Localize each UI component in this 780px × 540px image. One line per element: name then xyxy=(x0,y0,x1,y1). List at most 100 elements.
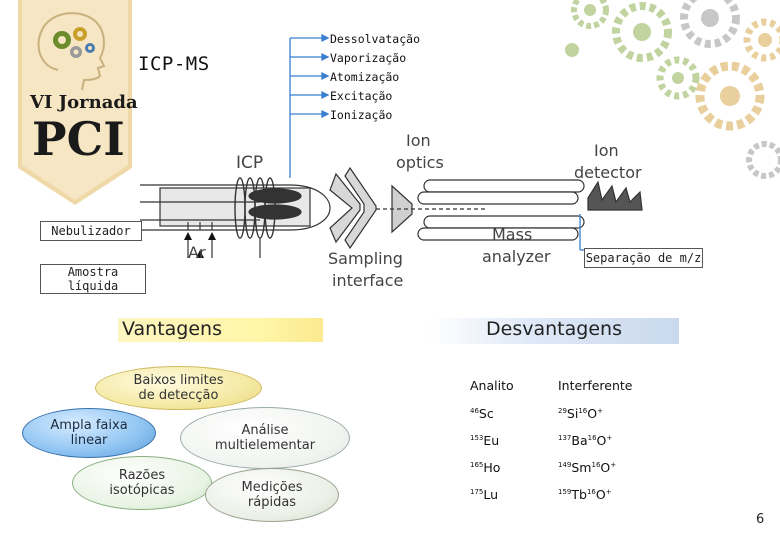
process-steps-list: Dessolvatação Vaporização Atomização Exc… xyxy=(330,30,420,125)
desvantagens-heading: Desvantagens xyxy=(429,318,679,344)
interferente-cell: 29Si16O+ xyxy=(558,406,603,421)
mass-number: 16 xyxy=(587,433,597,442)
gear-icon xyxy=(70,46,82,58)
vantagem-line: rápidas xyxy=(247,495,297,510)
process-step: Atomização xyxy=(330,70,400,84)
process-bracket xyxy=(289,33,330,178)
quadrupole-rods xyxy=(417,179,585,241)
vantagem-line: Análise xyxy=(241,423,289,438)
element-symbol: O xyxy=(596,433,607,448)
mass-number: 16 xyxy=(591,460,601,469)
table-row: 175Lu 159Tb16O+ xyxy=(470,487,670,507)
table-header-row: Analito Interferente xyxy=(470,378,670,398)
table-row: 153Eu 137Ba16O+ xyxy=(470,433,670,453)
interferente-cell: 137Ba16O+ xyxy=(558,433,612,448)
mass-number: 165 xyxy=(470,460,484,469)
vantagem-line: linear xyxy=(70,433,108,448)
table-row: 46Sc 29Si16O+ xyxy=(470,406,670,426)
vantagens-heading: Vantagens xyxy=(118,318,323,342)
element-symbol: Lu xyxy=(483,487,499,502)
charge-sign: + xyxy=(605,487,612,496)
interferente-cell: 149Sm16O+ xyxy=(558,460,616,475)
gear-icon xyxy=(565,43,579,57)
ion-optics-lens xyxy=(376,184,486,234)
sampling-cones xyxy=(329,166,377,250)
vantagem-line: isotópicas xyxy=(109,483,175,498)
element-symbol: Si xyxy=(566,406,579,421)
table-row: 165Ho 149Sm16O+ xyxy=(470,460,670,480)
head-silhouette-icon xyxy=(37,12,106,91)
mass-number: 16 xyxy=(578,406,588,415)
ion-optics-label-1: Ion xyxy=(406,131,431,150)
gears-decoration xyxy=(565,0,780,179)
element-symbol: Sc xyxy=(478,406,494,421)
ion-detector xyxy=(587,180,643,211)
sampling-interface-label-1: Sampling xyxy=(328,249,403,268)
page-title: ICP-MS xyxy=(138,53,210,75)
column-header: Analito xyxy=(470,378,514,393)
gear-icon xyxy=(680,0,740,48)
mass-number: 137 xyxy=(558,433,572,442)
ion-detector-label-2: detector xyxy=(574,163,642,182)
element-symbol: Ho xyxy=(483,460,501,475)
process-step: Ionização xyxy=(330,108,393,122)
element-symbol: O xyxy=(600,460,611,475)
vantagem-line: Razões xyxy=(118,468,166,483)
gear-icon xyxy=(571,0,609,29)
vantagem-line: Baixos limites xyxy=(133,373,224,388)
gear-icon xyxy=(656,56,700,100)
charge-sign: + xyxy=(610,460,617,469)
amostra-line: líquida xyxy=(67,279,119,293)
process-step: Vaporização xyxy=(330,51,407,65)
amostra-line: Amostra xyxy=(67,265,119,279)
interferente-cell: 159Tb16O+ xyxy=(558,487,612,502)
ion-optics-label-2: optics xyxy=(396,153,444,172)
sampling-interface-label-2: interface xyxy=(332,271,403,290)
ar-label: Ar xyxy=(188,243,206,262)
gear-icon xyxy=(612,2,672,62)
element-symbol: Tb xyxy=(571,487,587,502)
mass-number: 16 xyxy=(586,487,596,496)
amostra-label: Amostra líquida xyxy=(40,264,146,294)
column-header: Interferente xyxy=(558,378,633,393)
gear-icon xyxy=(53,31,71,49)
jornada-pci-logo: VI Jornada PCI xyxy=(18,0,138,205)
mass-number: 149 xyxy=(558,460,572,469)
mass-analyzer-label-1: Mass xyxy=(492,225,532,244)
mass-number: 175 xyxy=(470,487,484,496)
analito-cell: 175Lu xyxy=(470,487,498,502)
vantagem-line: Ampla faixa xyxy=(50,418,128,433)
icp-label: ICP xyxy=(236,153,263,173)
charge-sign: + xyxy=(597,406,603,415)
analito-cell: 153Eu xyxy=(470,433,499,448)
ion-detector-label-1: Ion xyxy=(594,141,619,160)
separacao-label: Separação de m/z xyxy=(584,248,703,268)
icpms-schematic: Ar ICP Ion optics Ion detector Mass anal… xyxy=(140,131,643,290)
page-number: 6 xyxy=(756,512,765,527)
element-symbol: Eu xyxy=(483,433,500,448)
process-step: Excitação xyxy=(330,89,393,103)
element-symbol: Ba xyxy=(571,433,588,448)
gear-icon xyxy=(743,18,780,62)
rf-coil xyxy=(234,177,276,239)
gear-icon xyxy=(746,141,780,179)
mass-number: 46 xyxy=(470,406,479,415)
ar-arrows xyxy=(184,232,216,258)
vantagem-line: Medições xyxy=(241,480,303,495)
vantagem-line: multielementar xyxy=(214,438,316,453)
gear-icon xyxy=(73,27,87,41)
mass-analyzer-label-2: analyzer xyxy=(482,247,551,266)
banner-line1: VI Jornada xyxy=(29,92,138,113)
gear-icon xyxy=(85,43,95,53)
element-symbol: O xyxy=(587,406,598,421)
element-symbol: Sm xyxy=(571,460,592,475)
banner-line2: PCI xyxy=(32,112,125,166)
nebulizador-label: Nebulizador xyxy=(40,221,142,241)
element-symbol: O xyxy=(595,487,606,502)
gear-icon xyxy=(695,61,765,131)
